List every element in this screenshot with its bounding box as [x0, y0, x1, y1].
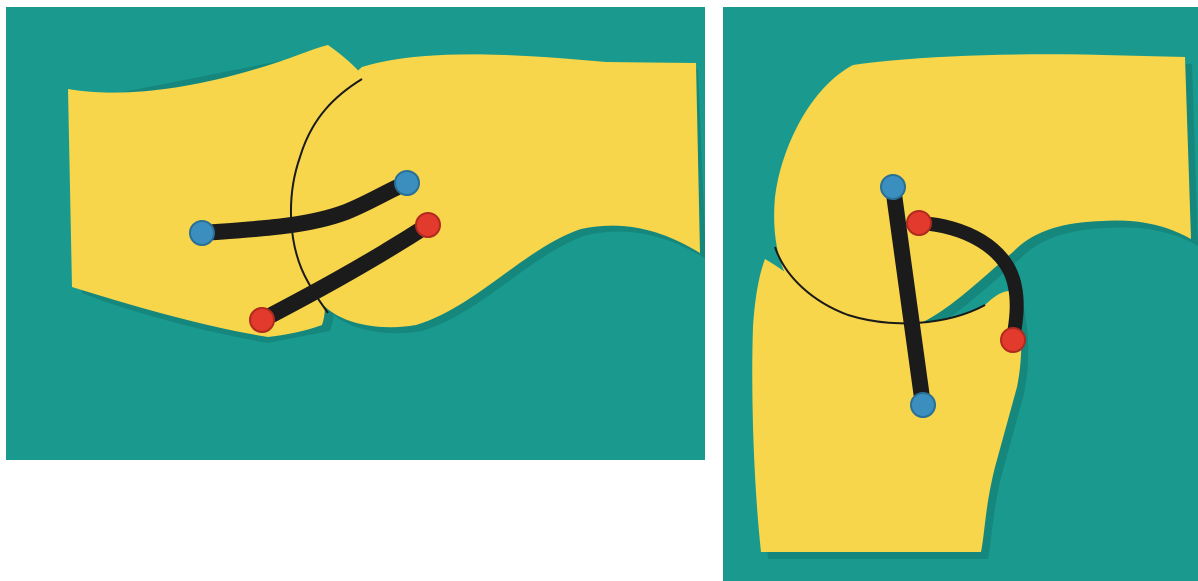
flexion-scene [723, 7, 1198, 581]
anterior-pin-tibia [190, 221, 214, 245]
extension-scene [6, 7, 705, 460]
posterior-pin-femur [907, 211, 931, 235]
anterior-pin-femur [395, 171, 419, 195]
posterior-pin-femur [416, 213, 440, 237]
posterior-pin-tibia [250, 308, 274, 332]
anterior-pin-tibia [911, 393, 935, 417]
knee-model-extension-photo [6, 7, 705, 460]
knee-model-flexion-photo [723, 7, 1198, 581]
posterior-pin-tibia [1001, 328, 1025, 352]
anterior-pin-femur [881, 175, 905, 199]
